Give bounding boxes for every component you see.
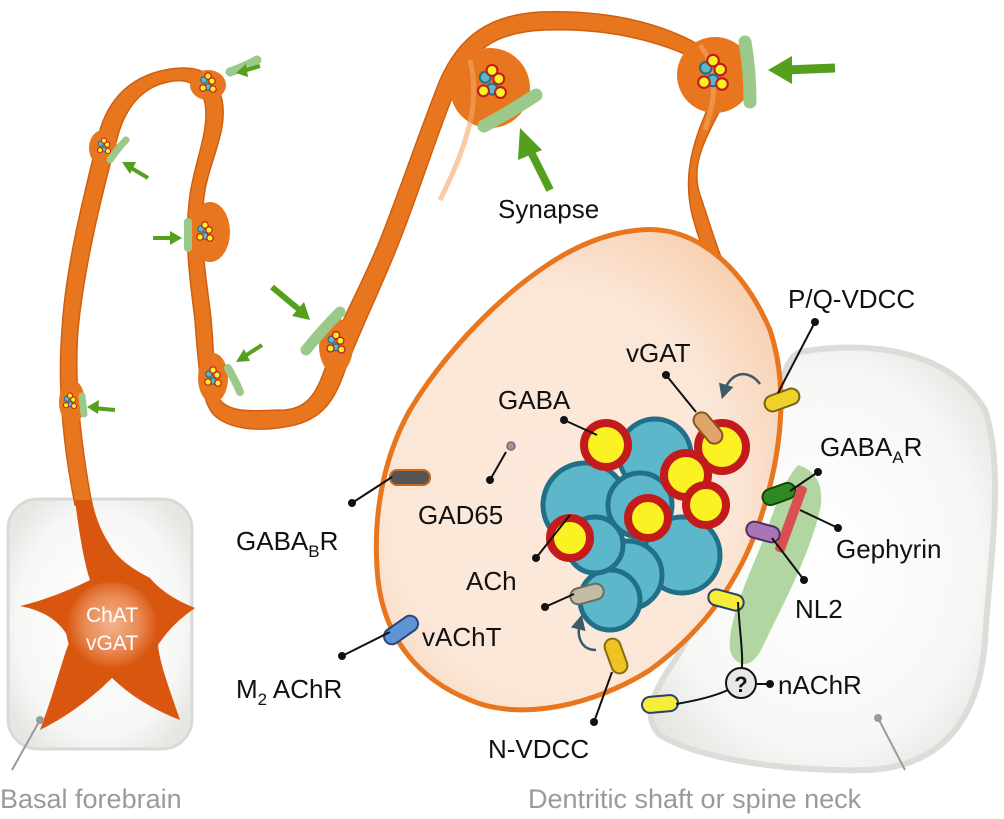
- question-mark: ?: [734, 672, 747, 697]
- soma: [20, 500, 195, 730]
- small-gaba-vesicle: [96, 147, 104, 154]
- small-gaba-vesicle: [214, 379, 222, 387]
- label-gaba: GABA: [498, 385, 571, 415]
- label-gaba-a-r: GABAAR: [820, 432, 922, 467]
- small-gaba-vesicle: [201, 221, 209, 229]
- gad65-enzyme: [506, 441, 516, 451]
- label-gaba-b-r: GABABR: [236, 526, 338, 561]
- label-nachr: nAChR: [778, 670, 862, 700]
- gaba-vesicle: [624, 494, 672, 542]
- label-vacht: vAChT: [422, 622, 502, 652]
- gephyrin-scaffold: [775, 485, 807, 553]
- m2-achr-receptor: [382, 614, 420, 646]
- small-gaba-vesicle: [206, 234, 214, 242]
- synaptic-vesicles: [540, 416, 750, 633]
- small-gaba-vesicle: [104, 141, 111, 148]
- question-circle: [725, 667, 757, 699]
- label-p-q-vdcc: P/Q-VDCC: [788, 284, 915, 314]
- small-gaba-vesicle: [492, 72, 506, 86]
- small-gaba-vesicle: [209, 366, 217, 374]
- small-gaba-vesicle: [104, 147, 112, 155]
- gaba-b-receptor: [389, 469, 431, 486]
- nl2-protein: [745, 520, 781, 544]
- leader-lines: [11, 318, 906, 771]
- n-curved-arrow: [570, 614, 597, 652]
- soma-label-chat: ChAT: [86, 604, 138, 627]
- varicosity-vesicle-clusters: [62, 53, 729, 410]
- small-gaba-vesicle: [204, 378, 212, 386]
- small-gaba-vesicle: [697, 75, 711, 90]
- postsynaptic-densities: [78, 35, 757, 418]
- n-vdcc-channel: [603, 637, 629, 675]
- small-gaba-vesicle: [66, 392, 74, 399]
- label-gephyrin: Gephyrin: [836, 534, 942, 564]
- small-gaba-vesicle: [213, 371, 221, 379]
- small-gaba-vesicle: [205, 226, 213, 234]
- green-arrows: [87, 56, 836, 414]
- small-gaba-vesicle: [477, 84, 490, 98]
- membrane-proteins: [382, 387, 807, 714]
- small-gaba-vesicle: [715, 77, 729, 91]
- label-ach: ACh: [466, 566, 517, 596]
- gaba-vesicle: [682, 481, 730, 529]
- small-gaba-vesicle: [100, 137, 108, 144]
- label-vgat: vGAT: [626, 338, 691, 368]
- small-gaba-vesicle: [326, 344, 335, 353]
- gaba-vesicle: [580, 419, 632, 471]
- nachr-receptor-top: [707, 588, 745, 612]
- small-gaba-vesicle: [713, 62, 728, 77]
- vgat-transporter: [692, 411, 724, 445]
- label-basal-forebrain: Basal forebrain: [0, 784, 182, 814]
- p-q-curved-arrow: [718, 372, 761, 400]
- small-gaba-vesicle: [196, 233, 204, 241]
- small-gaba-vesicle: [209, 85, 217, 93]
- label-gad65: GAD65: [418, 500, 503, 530]
- small-gaba-vesicle: [204, 72, 212, 80]
- small-gaba-vesicle: [494, 86, 507, 99]
- label-nl2: NL2: [795, 594, 843, 624]
- small-gaba-vesicle: [70, 402, 78, 410]
- label-synapse: Synapse: [498, 194, 599, 224]
- small-gaba-vesicle: [706, 53, 720, 68]
- small-gaba-vesicle: [208, 77, 216, 85]
- small-gaba-vesicle: [337, 345, 346, 354]
- label-m2-achr: M2 AChR: [236, 674, 342, 709]
- gaba-vesicle: [546, 514, 594, 562]
- label-dendritic-shaft: Dentritic shaft or spine neck: [528, 784, 862, 814]
- small-gaba-vesicle: [336, 336, 345, 345]
- small-gaba-vesicle: [62, 402, 70, 409]
- nachr-receptor-bottom: [641, 694, 679, 714]
- small-gaba-vesicle: [331, 331, 341, 340]
- small-gaba-vesicle: [199, 84, 207, 92]
- label-n-vdcc: N-VDCC: [488, 734, 589, 764]
- vacht-transporter: [569, 582, 605, 606]
- small-gaba-vesicle: [485, 63, 499, 77]
- small-gaba-vesicle: [70, 396, 77, 403]
- soma-label-vgat: vGAT: [86, 632, 138, 655]
- postsynaptic-shaft: [729, 465, 822, 664]
